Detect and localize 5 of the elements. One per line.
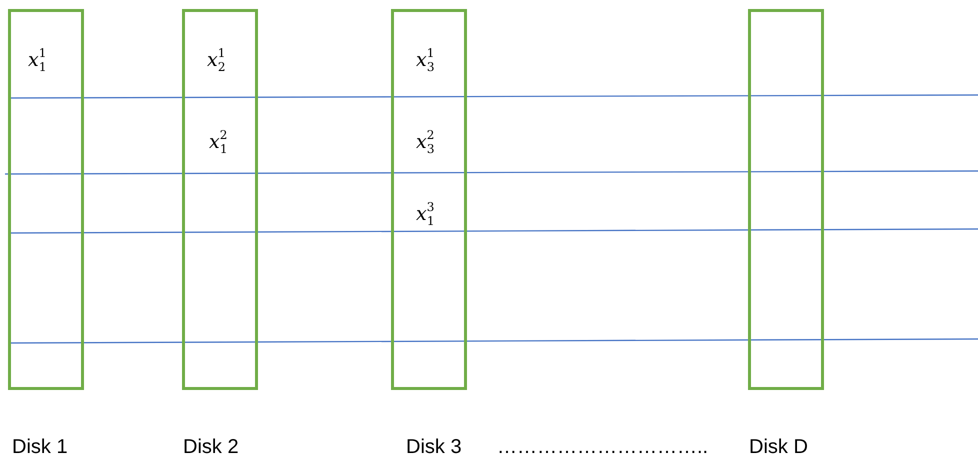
disk-label: Disk 3 (406, 437, 462, 457)
disk-label: Disk 1 (12, 437, 68, 457)
disk-label: Disk D (749, 437, 808, 457)
ellipsis-text: ………………………….. (497, 437, 708, 457)
disk-label: Disk 2 (183, 437, 239, 457)
